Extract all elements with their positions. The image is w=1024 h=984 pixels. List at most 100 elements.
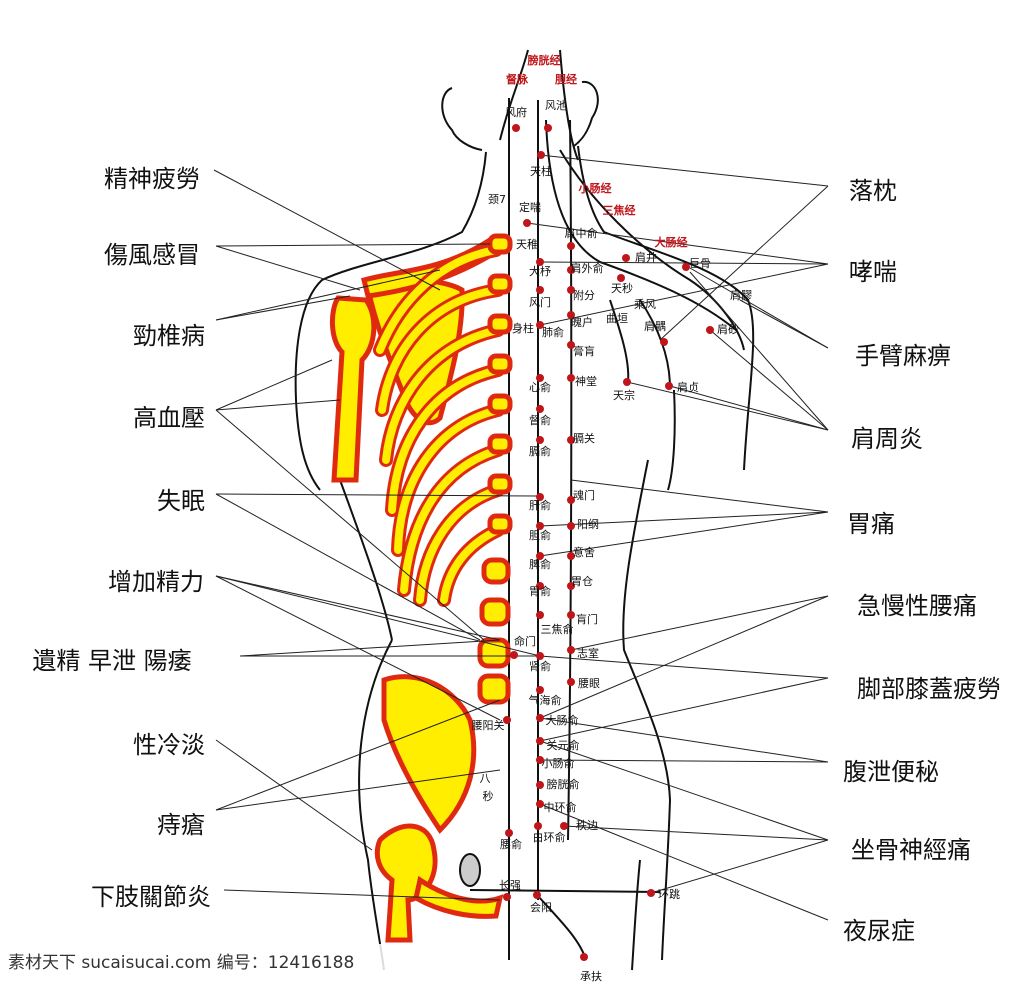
leader-lines (213, 154, 829, 921)
acupoint-labels: 风府风池天柱颈7定喘肩中俞天稚肩井巨骨大杼肩外俞天秒肩髎附分风门乘风魄户身柱曲垣… (472, 99, 753, 983)
acupoint-label: 乘风 (634, 298, 656, 311)
condition-label: 下肢關節炎 (91, 883, 211, 911)
condition-label: 痔瘡 (157, 811, 205, 839)
acupoint-label: 魄户 (571, 315, 593, 329)
condition-label: 手臂麻痹 (855, 342, 951, 370)
acupoint-label: 肩外俞 (571, 261, 604, 275)
acupoint-label: 关元俞 (547, 738, 580, 752)
acupoint-dot (623, 378, 631, 386)
acupoint-label: 气海俞 (529, 693, 562, 707)
meridian-label: 大肠经 (655, 235, 688, 249)
acupoint-dot (533, 891, 541, 899)
acupoint-label: 志室 (577, 646, 599, 660)
condition-label: 勁椎病 (133, 322, 205, 350)
acupoint-dot (510, 651, 518, 659)
acupoint-dots (503, 124, 714, 961)
acupoint-label: 天稚 (516, 238, 538, 251)
condition-label: 脚部膝蓋疲勞 (857, 675, 1001, 703)
acupoint-label: 肺俞 (542, 325, 564, 339)
acupoint-dot (536, 781, 544, 789)
vertebrae (477, 233, 513, 705)
acupoint-dot (536, 405, 544, 413)
acupoint-dot (567, 311, 575, 319)
acupoint-dot (560, 822, 568, 830)
acupoint-dot (536, 374, 544, 382)
acupoint-label: 脾俞 (529, 557, 551, 571)
acupoint-label: 天宗 (613, 388, 635, 402)
acupoint-label: 腰俞 (500, 837, 522, 851)
acupoint-dot (567, 646, 575, 654)
acupoint-label: 胆俞 (529, 528, 551, 542)
acupoint-label: 定喘 (519, 200, 541, 214)
acupoint-dot (567, 341, 575, 349)
acupoint-label: 肩髃 (644, 319, 666, 333)
acupoint-dot (647, 889, 655, 897)
condition-label: 夜尿症 (843, 917, 915, 945)
acupoint-label: 肓门 (576, 612, 598, 626)
acupoint-dot (665, 382, 673, 390)
condition-label: 落枕 (849, 177, 897, 205)
meridian-label: 小肠经 (578, 181, 612, 195)
acupoint-dot (536, 493, 544, 501)
condition-label: 傷風感冒 (104, 241, 200, 269)
acupoint-label: 魂门 (573, 488, 595, 502)
acupoint-dot (536, 258, 544, 266)
acupoint-label: 命门 (514, 634, 536, 648)
acupoint-label: 小肠俞 (542, 756, 575, 770)
acupoint-label: 天柱 (530, 164, 552, 178)
condition-label: 增加精力 (108, 568, 204, 596)
acupoint-label: 神堂 (575, 374, 597, 388)
condition-label: 腹泄便秘 (843, 758, 939, 786)
acupoint-dot (536, 582, 544, 590)
meridian-label: 胆经 (555, 72, 577, 86)
acupoint-dot (523, 219, 531, 227)
acupoint-dot (503, 893, 511, 901)
acupoint-dot (567, 374, 575, 382)
acupoint-dot (536, 522, 544, 530)
acupoint-dot (536, 436, 544, 444)
acupoint-dot (567, 436, 575, 444)
acupoint-dot (536, 737, 544, 745)
condition-label: 失眠 (157, 487, 205, 515)
acupoint-label: 意舍 (573, 545, 595, 559)
condition-label: 哮喘 (849, 258, 897, 286)
acupoint-label: 阳纲 (577, 518, 599, 531)
acupoint-label: 中环俞 (544, 800, 577, 814)
acupoint-dot (622, 254, 630, 262)
acupoint-dot (544, 124, 552, 132)
acupoint-dot (567, 242, 575, 250)
acupoint-label: 三焦俞 (541, 622, 574, 636)
acupoint-dot (534, 822, 542, 830)
acupoint-label: 八 (480, 772, 491, 785)
acupoint-dot (536, 756, 544, 764)
acupoint-dot (512, 124, 520, 132)
acupoint-label: 肾俞 (529, 659, 551, 673)
acupoint-label: 膈俞 (529, 444, 551, 458)
skeleton (330, 233, 513, 943)
acupoint-dot (580, 953, 588, 961)
acupoint-label: 环跳 (658, 887, 680, 901)
acupoint-label: 身柱 (512, 321, 534, 335)
acupoint-dot (567, 522, 575, 530)
acupoint-label: 肩井 (635, 250, 657, 264)
acupoint-label: 胃俞 (529, 584, 551, 598)
acupoint-dot (536, 652, 544, 660)
body-outline (294, 49, 755, 971)
acupoint-label: 膈关 (573, 431, 595, 445)
acupoint-dot (505, 829, 513, 837)
acupoint-dot (682, 263, 690, 271)
acupoint-label: 肩砂 (717, 322, 739, 336)
acupoint-label: 巨骨 (689, 257, 711, 270)
acupoint-dot (660, 338, 668, 346)
acupoint-label: 风府 (505, 105, 527, 119)
acupoint-dot (567, 582, 575, 590)
condition-label: 肩周炎 (851, 425, 923, 453)
acupoint-dot (567, 678, 575, 686)
watermark-bg (0, 944, 400, 980)
acupoint-label: 胃仓 (571, 574, 593, 588)
obturator (459, 853, 481, 887)
acupoint-dot (537, 151, 545, 159)
acupoint-dot (567, 552, 575, 560)
condition-label: 胃痛 (847, 510, 895, 538)
